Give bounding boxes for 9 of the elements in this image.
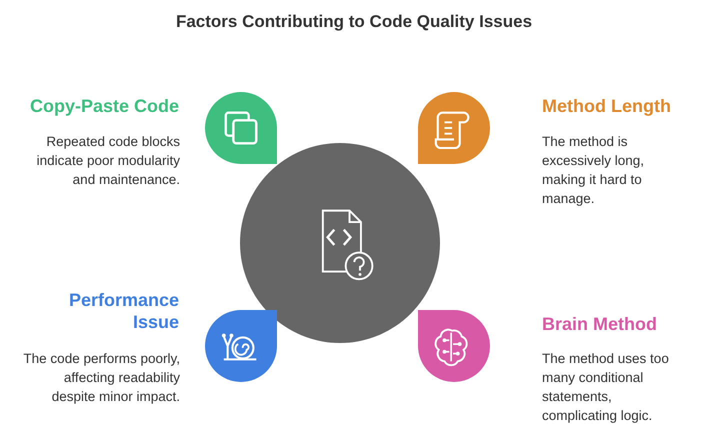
factor-description: Repeated code blocks indicate poor modularity and maintenance. [36,133,180,189]
factor-description: The method uses too many conditional statements, complicating logic. [542,350,670,425]
factor-description: The method is excessively long, making it hard to manage. [542,133,646,208]
factor-heading: Method Length [542,95,672,117]
factor-description: The code performs poorly, affecting readability despite minor impact. [22,350,180,406]
factor-heading: Brain Method [542,313,658,335]
factor-heading: Copy-Paste Code [28,95,179,117]
factor-heading: Performance Issue [68,289,179,333]
title: Factors Contributing to Code Quality Issues [174,12,534,32]
